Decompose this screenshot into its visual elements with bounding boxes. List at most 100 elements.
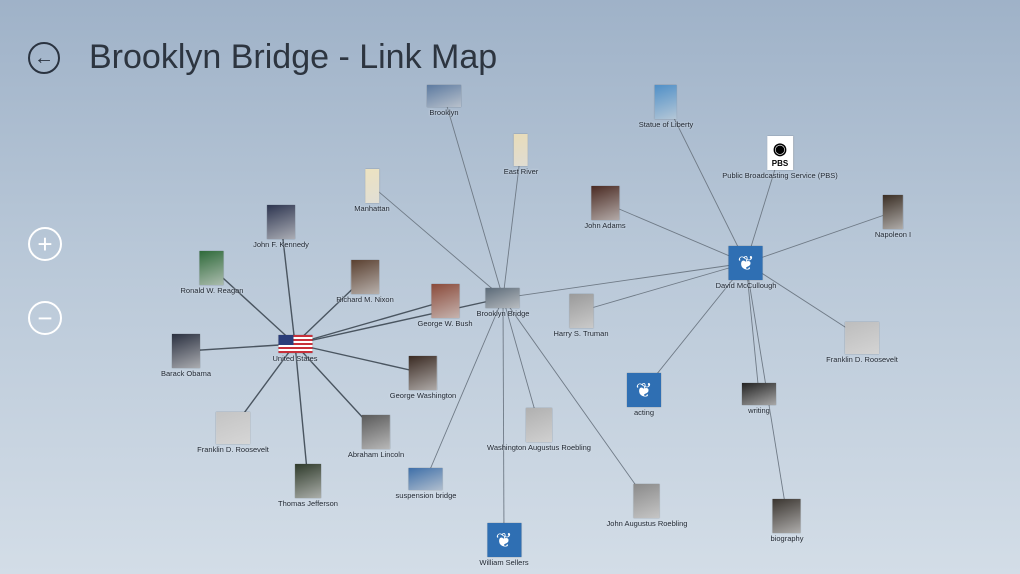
node-image	[408, 468, 443, 490]
us-flag-icon	[278, 335, 312, 353]
node-label: John F. Kennedy	[253, 240, 309, 249]
page-title: Brooklyn Bridge - Link Map	[89, 38, 498, 76]
node-manhattan[interactable]: Manhattan	[354, 169, 390, 213]
node-image	[427, 85, 461, 107]
node-label: John Adams	[584, 221, 626, 230]
node-image	[591, 186, 619, 220]
node-jefferson[interactable]: Thomas Jefferson	[278, 464, 338, 508]
node-image	[655, 85, 677, 119]
node-image	[844, 322, 879, 354]
node-label: biography	[770, 534, 804, 543]
node-image	[172, 334, 200, 368]
node-label: Ronald W. Reagan	[180, 286, 244, 295]
node-label: Franklin D. Roosevelt	[197, 445, 269, 454]
plus-icon: +	[37, 229, 53, 259]
node-bush[interactable]: George W. Bush	[417, 284, 473, 328]
edge-brooklyn_bridge-william_sellers	[502, 297, 505, 541]
node-image	[267, 205, 295, 239]
node-label: Richard M. Nixon	[336, 295, 394, 304]
thistle-icon: ❦	[627, 373, 661, 407]
node-label: George Washington	[389, 391, 457, 400]
node-jfk[interactable]: John F. Kennedy	[253, 205, 309, 249]
node-suspension[interactable]: suspension bridge	[395, 468, 457, 500]
thistle-icon: ❦	[729, 246, 763, 280]
node-label: Manhattan	[354, 204, 390, 213]
node-image	[485, 288, 520, 308]
edge-mccullough-writing	[745, 262, 760, 395]
zoom-in-button[interactable]: +	[28, 227, 62, 261]
node-image	[351, 260, 379, 294]
node-wa-roebling[interactable]: Washington Augustus Roebling	[487, 408, 591, 452]
edge-mccullough-acting	[643, 262, 747, 391]
edge-mccullough-pbs	[745, 152, 781, 264]
node-label: Abraham Lincoln	[347, 450, 405, 459]
node-fdr-right[interactable]: Franklin D. Roosevelt	[826, 322, 898, 364]
node-image	[514, 134, 528, 166]
node-lincoln[interactable]: Abraham Lincoln	[348, 415, 404, 459]
node-image	[409, 356, 437, 390]
node-label: Thomas Jefferson	[278, 499, 338, 508]
edge-mccullough-fdr_right	[745, 262, 863, 339]
node-label: Statue of Liberty	[638, 120, 694, 129]
node-label: Washington Augustus Roebling	[487, 443, 591, 452]
node-washington[interactable]: George Washington	[390, 356, 456, 400]
node-label: Harry S. Truman	[553, 329, 609, 338]
node-obama[interactable]: Barack Obama	[161, 334, 211, 378]
node-label: United States	[272, 354, 318, 363]
node-image	[431, 284, 459, 318]
node-biography[interactable]: biography	[770, 499, 804, 543]
node-image	[634, 484, 660, 518]
node-east-river[interactable]: East River	[504, 134, 538, 176]
node-mccullough[interactable]: ❦David McCullough	[716, 246, 776, 290]
thistle-icon: ❦	[486, 523, 521, 557]
edge-brooklyn_bridge-east_river	[502, 149, 522, 299]
node-fdr-left[interactable]: Franklin D. Roosevelt	[197, 412, 269, 454]
node-ja-roebling[interactable]: John Augustus Roebling	[606, 484, 688, 528]
node-image	[361, 415, 390, 449]
edge-brooklyn_bridge-mccullough	[502, 262, 747, 299]
node-label: suspension bridge	[395, 491, 457, 500]
node-brooklyn[interactable]: Brooklyn	[427, 85, 461, 117]
node-john-adams[interactable]: John Adams	[584, 186, 626, 230]
node-label: writing	[748, 406, 770, 415]
node-image	[526, 408, 552, 442]
node-image	[200, 251, 224, 285]
edge-us-reagan	[211, 267, 296, 345]
edge-mccullough-napoleon	[745, 211, 894, 264]
node-label: Barack Obama	[160, 369, 212, 378]
minus-icon: −	[37, 303, 53, 333]
node-image	[883, 195, 903, 229]
back-button[interactable]: ←	[28, 42, 60, 74]
node-image	[294, 464, 321, 498]
edge-us-jfk	[280, 221, 296, 345]
node-image	[364, 169, 379, 203]
node-reagan[interactable]: Ronald W. Reagan	[180, 251, 244, 295]
node-napoleon[interactable]: Napoleon I	[875, 195, 911, 239]
edge-brooklyn_bridge-suspension	[425, 297, 504, 480]
node-brooklyn-bridge[interactable]: Brooklyn Bridge	[476, 288, 530, 318]
node-truman[interactable]: Harry S. Truman	[553, 294, 609, 338]
node-statue[interactable]: Statue of Liberty	[638, 85, 694, 129]
node-label: George W. Bush	[417, 319, 473, 328]
edge-us-bush	[294, 300, 446, 345]
node-us[interactable]: United States	[272, 335, 318, 363]
zoom-out-button[interactable]: −	[28, 301, 62, 335]
edge-mccullough-john_adams	[604, 202, 747, 264]
node-label: Brooklyn Bridge	[476, 309, 530, 318]
edge-us-brooklyn_bridge	[294, 297, 504, 345]
edge-us-jefferson	[294, 343, 309, 482]
node-acting[interactable]: ❦acting	[627, 373, 661, 417]
edge-mccullough-statue	[665, 101, 747, 264]
edge-brooklyn_bridge-manhattan	[371, 185, 504, 299]
node-image	[742, 383, 776, 405]
node-label: John Augustus Roebling	[606, 519, 688, 528]
node-william-sellers[interactable]: ❦William Sellers	[479, 523, 529, 567]
back-arrow-icon: ←	[34, 47, 54, 69]
node-label: Brooklyn	[429, 108, 459, 117]
edge-brooklyn_bridge-wa_roebling	[502, 297, 540, 426]
pbs-logo-icon: ◉PBS	[767, 136, 793, 170]
node-nixon[interactable]: Richard M. Nixon	[336, 260, 394, 304]
node-writing[interactable]: writing	[742, 383, 776, 415]
